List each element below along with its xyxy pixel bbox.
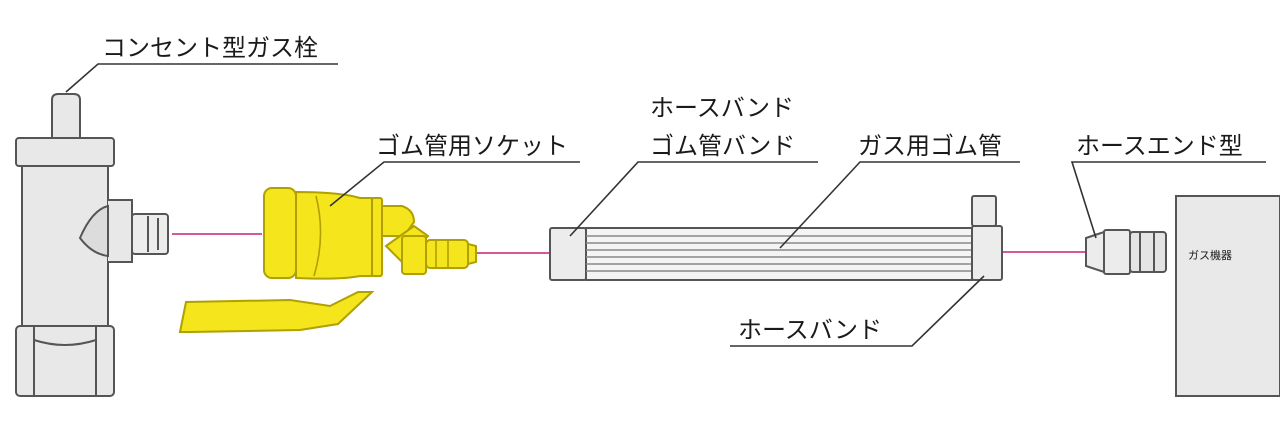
concent-gas-valve — [15, 93, 169, 397]
leader-rubber-socket — [329, 161, 580, 207]
label-rubber-socket: ゴム管用ソケット — [376, 132, 568, 160]
leader-hose-end-type — [1070, 161, 1266, 239]
gas-rubber-hose — [549, 195, 1003, 281]
rubber-hose-socket — [178, 187, 477, 333]
label-hose-end-type: ホースエンド型 — [1076, 132, 1243, 160]
label-hose-band-top-2: ゴム管バンド — [650, 132, 795, 160]
leader-concent-valve — [65, 63, 338, 93]
leader-gas-rubber-hose — [779, 161, 1020, 249]
label-gas-rubber-hose: ガス用ゴム管 — [858, 132, 1002, 160]
label-concent-valve: コンセント型ガス栓 — [102, 34, 318, 62]
leader-hose-band-top — [569, 161, 818, 237]
gas-appliance-label: ガス機器 — [1188, 248, 1232, 262]
hose-end-fitting — [1085, 229, 1167, 275]
label-hose-band-top-1: ホースバンド — [650, 94, 794, 122]
label-hose-band-bottom: ホースバンド — [738, 316, 882, 344]
gas-appliance: ガス機器 — [1175, 195, 1280, 397]
leader-hose-band-bottom — [730, 275, 985, 347]
